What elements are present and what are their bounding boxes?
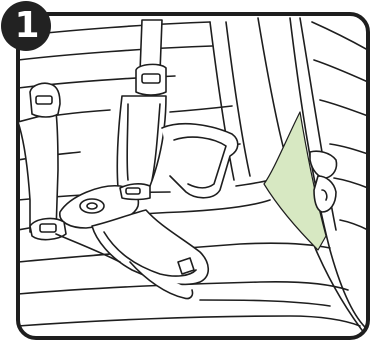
lower-strap bbox=[55, 233, 121, 263]
center-shoulder-strap bbox=[116, 19, 167, 189]
harness-buckle bbox=[59, 183, 151, 229]
step-badge bbox=[1, 1, 51, 51]
gap-highlight bbox=[263, 111, 327, 251]
door-latch bbox=[309, 150, 338, 213]
crotch-strap-pad bbox=[91, 209, 210, 300]
step-number: 1 bbox=[14, 5, 40, 46]
